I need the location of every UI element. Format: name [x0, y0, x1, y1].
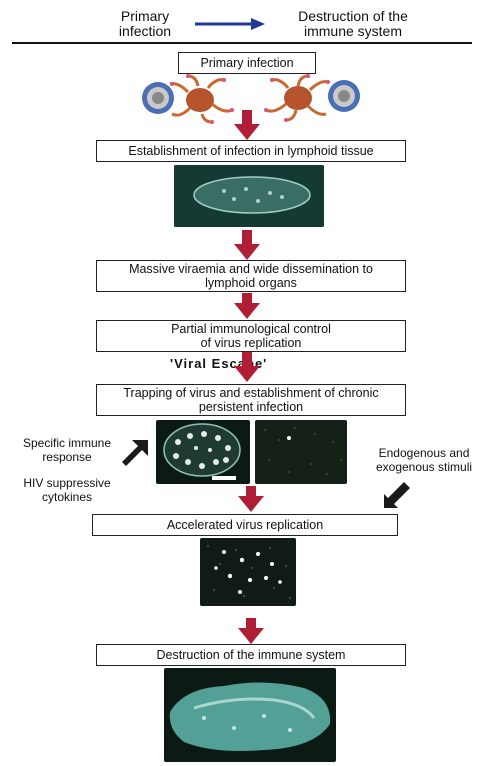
step-destruction-immune-system: Destruction of the immune system [96, 644, 406, 666]
flow-arrow-icon [238, 618, 264, 644]
flow-arrow-icon [234, 293, 260, 319]
flow-arrow-icon [234, 230, 260, 260]
destroyed-tissue-micrograph [164, 668, 336, 762]
header-destruction: Destruction of the immune system [298, 8, 408, 39]
step-primary-infection: Primary infection [178, 52, 316, 74]
lymphoid-tissue-micrograph [174, 165, 324, 227]
virus-cells-illustration [138, 74, 368, 124]
germinal-center-micrograph [156, 420, 250, 484]
black-arrow-icon [120, 438, 150, 468]
flow-arrow-icon [234, 352, 260, 382]
header-arrow-icon [195, 17, 267, 31]
dark-field-micrograph [255, 420, 347, 484]
step-accelerated-replication: Accelerated virus replication [92, 514, 398, 536]
flow-arrow-icon [238, 486, 264, 512]
header-primary-infection: Primary infection [118, 8, 172, 39]
step-massive-viraemia: Massive viraemia and wide dissemination … [96, 260, 406, 292]
header-divider [12, 42, 472, 44]
step-partial-control: Partial immunological control of virus r… [96, 320, 406, 352]
replication-micrograph [200, 538, 296, 606]
label-specific-immune-response: Specific immune response [22, 436, 112, 464]
label-endogenous-exogenous-stimuli: Endogenous and exogenous stimuli [375, 446, 473, 474]
label-hiv-suppressive-cytokines: HIV suppressive cytokines [23, 476, 111, 504]
step-establishment-lymphoid: Establishment of infection in lymphoid t… [96, 140, 406, 162]
step-trapping-virus: Trapping of virus and establishment of c… [96, 384, 406, 416]
flow-arrow-icon [234, 110, 260, 140]
black-arrow-icon [382, 480, 412, 510]
